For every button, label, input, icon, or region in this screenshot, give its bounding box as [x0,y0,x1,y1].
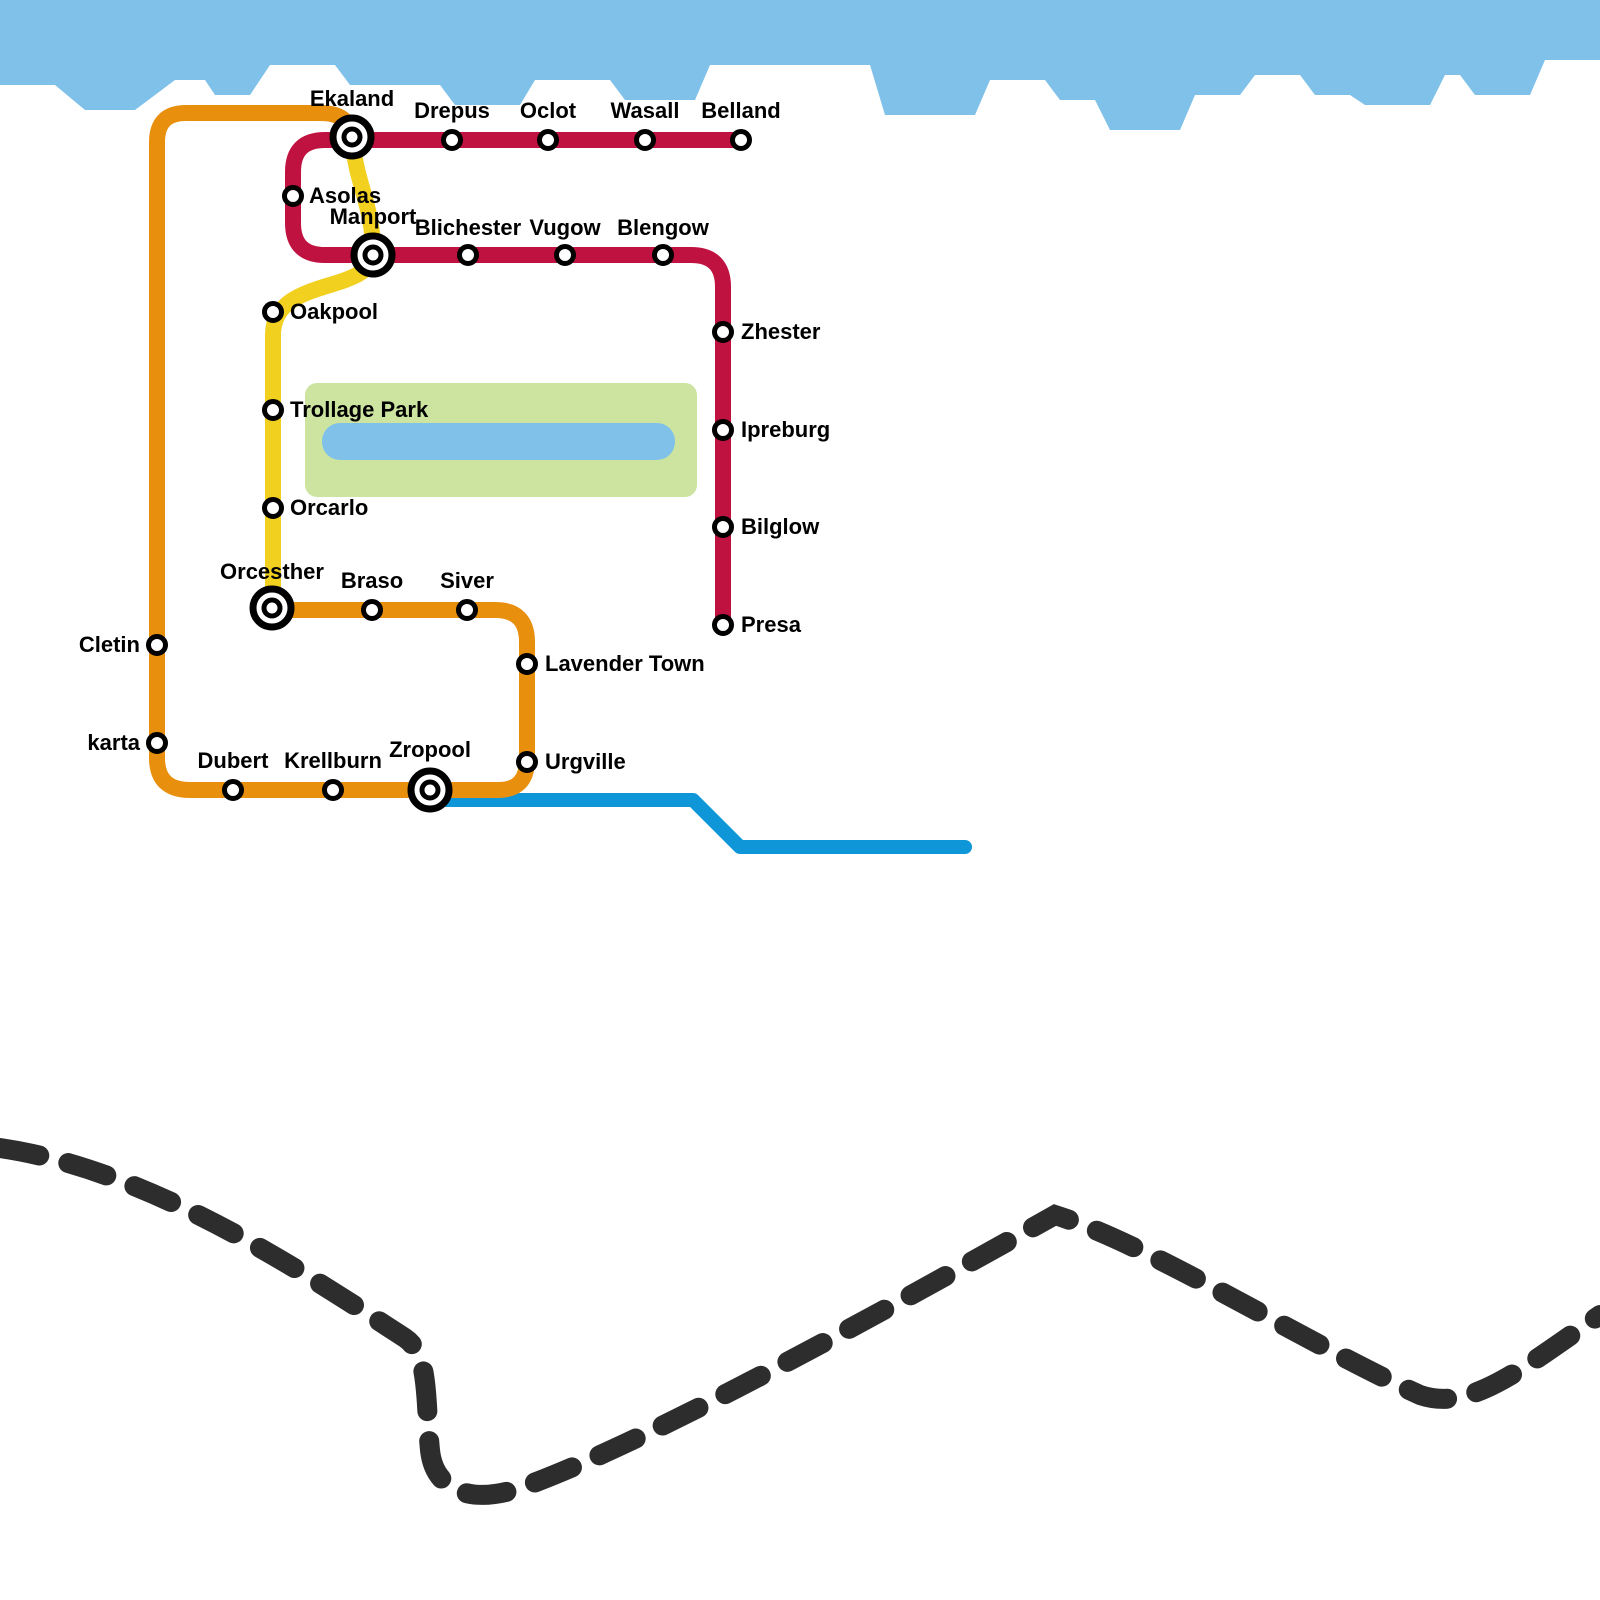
station-marker-trollage-park [262,399,284,421]
station-label-orcarlo: Orcarlo [290,495,368,520]
station-label-presa: Presa [741,612,802,637]
station-label-bilglow: Bilglow [741,514,820,539]
station-label-siver: Siver [440,568,494,593]
metro-line-orange [149,105,535,798]
station-marker-asolas [282,185,304,207]
station-label-zhester: Zhester [741,319,821,344]
station-marker-dubert [222,779,244,801]
station-label-orcesther: Orcesther [220,559,324,584]
metro-line-blue [423,793,972,854]
station-label-lavender-town: Lavender Town [545,651,705,676]
station-label-manport: Manport [330,204,417,229]
station-marker-drepus [441,129,463,151]
station-label-oakpool: Oakpool [290,299,378,324]
station-marker-karta [146,732,168,754]
station-marker-oakpool [262,301,284,323]
interchange-marker-zropool [407,767,453,813]
labels-layer: Ekaland Drepus Oclot Wasall BellandAsolasMan… [79,86,830,774]
dashed-route-line [0,1138,1600,1505]
station-label-urgville: Urgville [545,749,626,774]
interchange-marker-orcesther [249,585,295,631]
station-label-vugow: Vugow [529,215,601,240]
coastline-dash-layer [0,1138,1600,1505]
station-label-dubert: Dubert [198,748,270,773]
park-layer [305,383,697,497]
station-label-trollage-park: Trollage Park [290,397,429,422]
station-label-krellburn: Krellburn [284,748,382,773]
station-label-belland: Belland [701,98,780,123]
station-label-ipreburg: Ipreburg [741,417,830,442]
station-marker-belland [730,129,752,151]
station-marker-blichester [457,244,479,266]
station-label-wasall: Wasall [611,98,680,123]
sea-water [0,0,1600,130]
stations-layer [146,114,752,813]
station-marker-blengow [652,244,674,266]
station-label-cletin: Cletin [79,632,140,657]
station-label-blengow: Blengow [617,215,710,240]
station-label-braso: Braso [341,568,403,593]
station-marker-lavender-town [516,653,538,675]
station-marker-siver [456,599,478,621]
station-marker-presa [712,614,734,636]
station-label-zropool: Zropool [389,737,471,762]
metro-line-red [285,132,749,633]
station-marker-braso [361,599,383,621]
station-marker-wasall [634,129,656,151]
station-label-karta: karta [87,730,140,755]
station-marker-krellburn [322,779,344,801]
station-marker-ipreburg [712,419,734,441]
station-label-oclot: Oclot [520,98,577,123]
station-marker-cletin [146,634,168,656]
station-marker-zhester [712,321,734,343]
station-marker-vugow [554,244,576,266]
station-marker-bilglow [712,516,734,538]
station-marker-urgville [516,751,538,773]
station-marker-oclot [537,129,559,151]
station-label-asolas: Asolas [309,183,381,208]
station-label-blichester: Blichester [415,215,522,240]
station-label-drepus: Drepus [414,98,490,123]
station-marker-orcarlo [262,497,284,519]
water-layer [0,0,1600,130]
station-label-ekaland: Ekaland [310,86,394,111]
interchange-marker-ekaland [329,114,375,160]
interchange-marker-manport [350,232,396,278]
park-lake [322,423,675,460]
